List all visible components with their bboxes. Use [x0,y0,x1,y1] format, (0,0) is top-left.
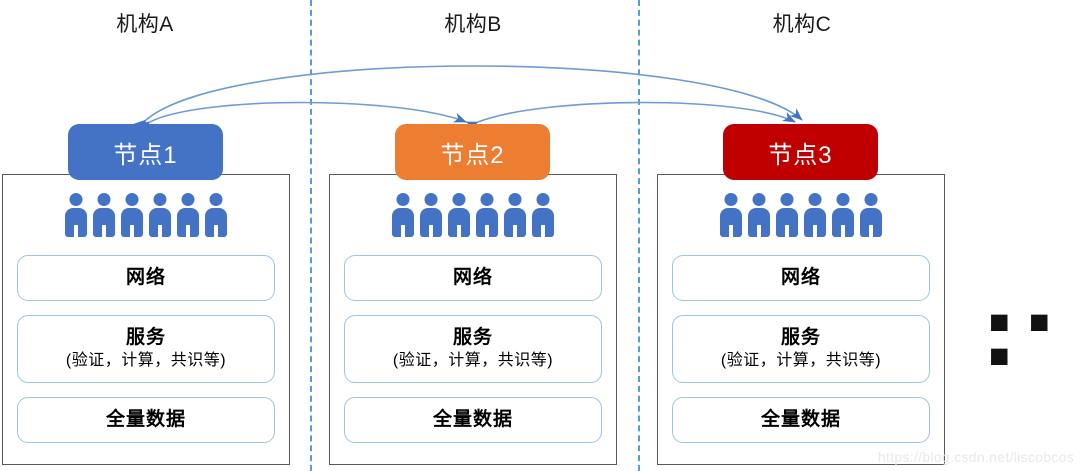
node-pill-2[interactable]: 节点2 [395,124,550,180]
people-group-b [330,193,616,237]
layer-service-c[interactable]: 服务 (验证，计算，共识等) [672,315,930,383]
person-icon [93,193,115,237]
person-icon [504,193,526,237]
more-organizations-ellipsis: ■ ■ ■ [989,303,1055,375]
org-title-a: 机构A [116,13,174,36]
person-icon [149,193,171,237]
people-group-a [3,193,289,237]
org-divider-2 [638,0,640,471]
watermark-text: https://blog.csdn.net/liscobcos [877,449,1074,465]
node-label-1: 节点1 [113,141,178,169]
org-title-b: 机构B [444,13,502,36]
person-icon [476,193,498,237]
layer-network-c[interactable]: 网络 [672,255,930,301]
layer-title: 服务 [452,327,493,349]
layer-subtitle: (验证，计算，共识等) [392,352,554,370]
layer-data-b[interactable]: 全量数据 [344,397,602,443]
layer-title: 全量数据 [760,408,841,430]
node-pill-1[interactable]: 节点1 [68,124,223,180]
org-title-c: 机构C [772,13,832,36]
layer-data-c[interactable]: 全量数据 [672,397,930,443]
layer-subtitle: (验证，计算，共识等) [720,352,882,370]
org-box-a: 网络 服务 (验证，计算，共识等) 全量数据 [2,174,290,465]
layer-service-b[interactable]: 服务 (验证，计算，共识等) [344,315,602,383]
org-box-c: 网络 服务 (验证，计算，共识等) 全量数据 [657,174,945,465]
layer-title: 服务 [780,327,821,349]
person-icon [532,193,554,237]
person-icon [832,193,854,237]
people-group-c [658,193,944,237]
layer-network-b[interactable]: 网络 [344,255,602,301]
person-icon [804,193,826,237]
arrow-node1-node2 [136,101,467,133]
layer-network-a[interactable]: 网络 [17,255,275,301]
person-icon [448,193,470,237]
layer-title: 网络 [780,266,821,288]
node-label-2: 节点2 [440,141,505,169]
person-icon [392,193,414,237]
org-divider-1 [310,0,312,471]
person-icon [205,193,227,237]
person-icon [420,193,442,237]
arrow-node1-node3 [133,65,803,132]
person-icon [720,193,742,237]
layer-data-a[interactable]: 全量数据 [17,397,275,443]
person-icon [776,193,798,237]
layer-service-a[interactable]: 服务 (验证，计算，共识等) [17,315,275,383]
person-icon [860,193,882,237]
person-icon [748,193,770,237]
arrow-node2-node3 [464,101,796,132]
layer-title: 全量数据 [432,408,513,430]
node-label-3: 节点3 [768,141,833,169]
person-icon [121,193,143,237]
node-pill-3[interactable]: 节点3 [723,124,878,180]
person-icon [177,193,199,237]
layer-title: 网络 [452,266,493,288]
layer-title: 网络 [125,266,166,288]
org-box-b: 网络 服务 (验证，计算，共识等) 全量数据 [329,174,617,465]
layer-title: 服务 [125,327,166,349]
layer-subtitle: (验证，计算，共识等) [65,352,227,370]
person-icon [65,193,87,237]
layer-title: 全量数据 [105,408,186,430]
